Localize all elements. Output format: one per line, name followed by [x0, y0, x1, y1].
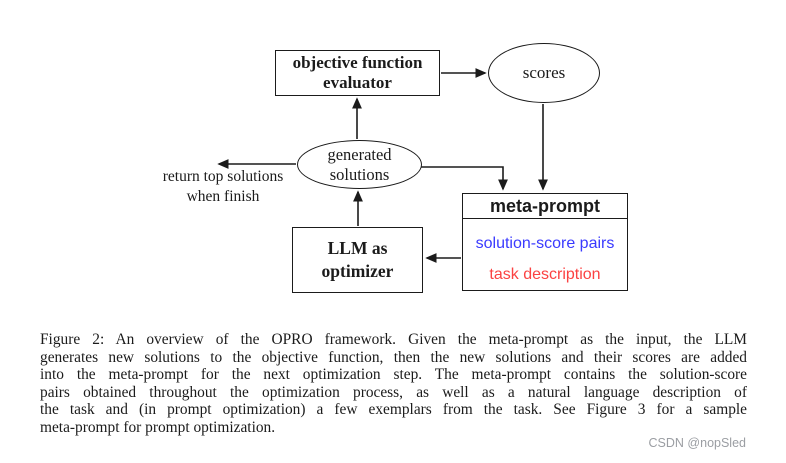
node-label: generated — [327, 144, 392, 164]
caption-line: generates new solutions to the objective… — [40, 348, 747, 366]
node-objective-function-evaluator: objective function evaluator — [275, 50, 440, 96]
caption-line: pairs obtained throughout the optimizati… — [40, 383, 747, 401]
csdn-watermark: CSDN @nopSled — [648, 436, 746, 450]
meta-prompt-title: meta-prompt — [463, 194, 627, 219]
node-generated-solutions: generated solutions — [297, 140, 422, 189]
figure-caption: Figure 2: An overview of the OPRO framew… — [40, 331, 747, 437]
node-label: optimizer — [321, 261, 394, 281]
meta-prompt-solution-score-pairs: solution-score pairs — [475, 235, 615, 252]
node-label: evaluator — [323, 73, 392, 92]
node-label: objective function — [292, 53, 423, 72]
return-label-line2: when finish — [186, 188, 260, 205]
node-llm-as-optimizer: LLM as optimizer — [292, 227, 423, 293]
caption-line: Figure 2: An overview of the OPRO framew… — [40, 331, 747, 348]
arrow-generated-to-metaprompt — [421, 166, 508, 191]
node-label: solutions — [329, 164, 390, 184]
caption-line: the task and (in prompt optimization) a … — [40, 401, 747, 419]
meta-prompt-task-description: task description — [489, 266, 601, 283]
node-meta-prompt: meta-prompt solution-score pairs task de… — [462, 193, 628, 291]
caption-line: into the meta-prompt for the next optimi… — [40, 366, 747, 384]
return-label-line1: return top solutions — [162, 168, 284, 185]
caption-line: meta-prompt for prompt optimization. — [40, 418, 276, 436]
node-scores: scores — [488, 43, 600, 103]
return-top-solutions-label: return top solutions when finish — [150, 167, 296, 207]
node-label: scores — [522, 63, 566, 82]
node-label: LLM as — [327, 238, 388, 258]
